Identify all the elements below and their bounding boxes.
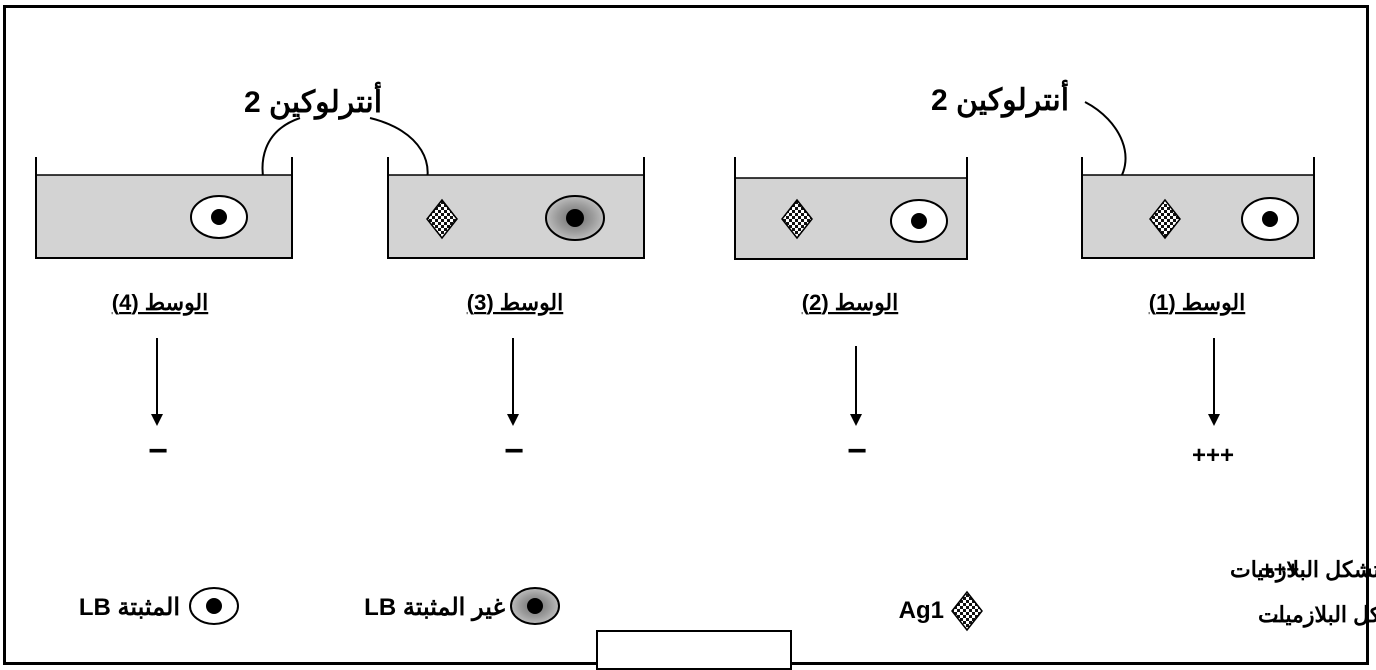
unfixed-lb-cell-icon xyxy=(545,195,605,241)
legend-unfixed-lb-label: LB غير المثبتة xyxy=(364,594,505,622)
container xyxy=(1081,157,1315,259)
container xyxy=(734,157,968,260)
medium-1-result: +++ xyxy=(1192,442,1234,469)
medium-liquid xyxy=(36,175,292,258)
medium-3-result: − xyxy=(504,432,524,470)
antigen-icon xyxy=(426,198,458,240)
medium-4-title: الوسط (4) xyxy=(112,290,209,316)
legend-fixed-lb-label: LB المثبتة xyxy=(79,594,180,621)
legend-minus-text: عدم تشكل البلازميات xyxy=(1258,602,1376,628)
legend-plus-text: تشكل البلازميات xyxy=(1230,557,1376,583)
antigen-icon xyxy=(1149,198,1181,240)
fixed-lb-cell-icon xyxy=(1241,197,1299,241)
medium-1 xyxy=(1081,157,1315,259)
interleukin-label-left: أنترلوكين 2 xyxy=(244,81,382,120)
legend-plus-symbol: +++ xyxy=(1261,557,1300,582)
experiment-diagram: أنترلوكين 2 أنترلوكين 2 الوسط (1) +++ ال… xyxy=(35,79,1376,632)
antigen-icon xyxy=(781,198,813,240)
fixed-lb-cell-icon xyxy=(890,199,948,243)
medium-3 xyxy=(387,157,645,259)
medium-1-title: الوسط (1) xyxy=(1149,290,1246,316)
container xyxy=(387,157,645,259)
legend-unfixed-lb-icon xyxy=(510,587,560,625)
medium-2-title: الوسط (2) xyxy=(802,290,899,316)
legend-fixed-lb-icon xyxy=(189,587,239,625)
medium-4 xyxy=(35,157,293,259)
container xyxy=(35,157,293,259)
interleukin-label-right: أنترلوكين 2 xyxy=(931,79,1069,118)
medium-4-result: − xyxy=(148,432,168,470)
medium-2-result: − xyxy=(847,432,867,470)
medium-liquid xyxy=(388,175,644,258)
fixed-lb-cell-icon xyxy=(190,195,248,239)
legend-antigen-label: Ag1 xyxy=(899,597,944,624)
legend: تشكل البلازميات +++ عدم تشكل البلازميات … xyxy=(79,557,1376,632)
caption-box xyxy=(596,630,792,670)
medium-3-title: الوسط (3) xyxy=(467,290,564,316)
legend-antigen-icon xyxy=(951,590,983,632)
medium-2 xyxy=(734,157,968,260)
legend-minus-symbol: ــ xyxy=(1273,602,1288,627)
